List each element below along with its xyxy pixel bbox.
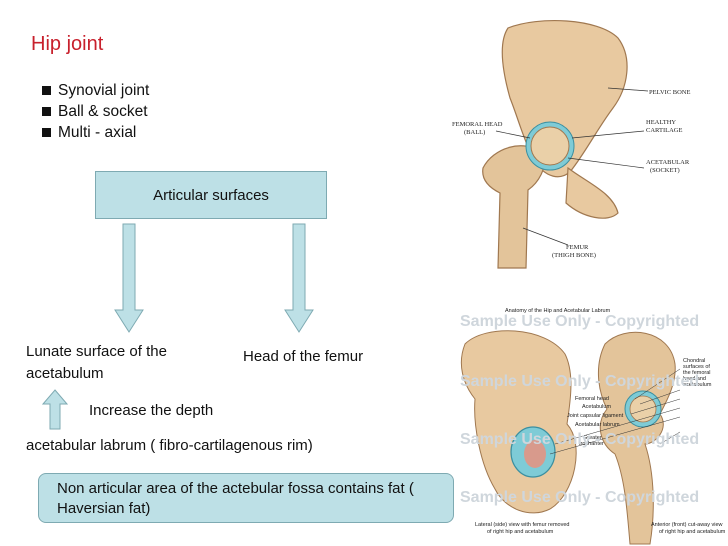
label-healthy: HEALTHY xyxy=(646,119,676,126)
hip-joint-illustration: PELVIC BONE FEMORAL HEAD (BALL) HEALTHY … xyxy=(452,20,691,269)
label-socket: (SOCKET) xyxy=(650,167,680,174)
label-acetabular: ACETABULAR xyxy=(646,159,690,166)
label-ball: (BALL) xyxy=(464,129,485,136)
caption-right-2: of right hip and acetabulum xyxy=(659,529,726,535)
femur-shape xyxy=(482,145,545,269)
label-cartilage: CARTILAGE xyxy=(646,127,682,134)
bullet-list: Synovial joint Ball & socket Multi - axi… xyxy=(42,80,149,143)
fossa-fat-shape xyxy=(524,440,546,468)
slide-title: Hip joint xyxy=(31,33,104,55)
label-the-femoral: the femoral xyxy=(683,370,711,376)
watermark-4: Sample Use Only - Copyrighted xyxy=(460,489,699,506)
label-greater: Greater xyxy=(583,435,602,441)
ischium-shape xyxy=(565,166,619,219)
bullet-marker-icon xyxy=(42,128,51,137)
bullet-item: Synovial joint xyxy=(42,80,149,101)
label-acetabular-labrum: Acetabular labrum xyxy=(575,422,620,428)
up-arrow-icon xyxy=(42,389,68,430)
watermark-2: Sample Use Only - Copyrighted xyxy=(460,373,699,390)
labrum-anatomy-illustration: Anatomy of the Hip and Acetabular Labrum… xyxy=(460,308,726,545)
label-femur: FEMUR xyxy=(566,244,589,251)
watermark-1: Sample Use Only - Copyrighted xyxy=(460,313,699,330)
fossa-note-box: Non articular area of the actebular foss… xyxy=(38,473,454,523)
bullet-item: Ball & socket xyxy=(42,101,149,122)
label-acetabulum: Acetabulum xyxy=(582,404,611,410)
label-pelvic-bone: PELVIC BONE xyxy=(649,89,691,96)
caption-left-1: Lateral (side) view with femur removed xyxy=(475,522,569,528)
down-arrow-left-icon xyxy=(114,223,144,333)
pelvis-lateral-shape xyxy=(460,330,577,514)
label-trochanter: trochanter xyxy=(579,441,604,447)
bullet-text: Synovial joint xyxy=(58,82,150,99)
increase-depth-text: Increase the depth xyxy=(89,402,214,419)
figure2-title: Anatomy of the Hip and Acetabular Labrum xyxy=(505,308,611,314)
label-chondral: Chondral xyxy=(683,358,705,364)
head-of-femur-text: Head of the femur xyxy=(243,348,364,365)
down-arrow-right-icon xyxy=(284,223,314,333)
label-thigh-bone: (THIGH BONE) xyxy=(552,252,596,259)
femoral-head-shape xyxy=(530,126,570,166)
label-femoral-head: FEMORAL HEAD xyxy=(452,121,503,128)
label-head-and: head and xyxy=(683,376,706,382)
label-surfaces-of: surfaces of xyxy=(683,364,710,370)
bullet-marker-icon xyxy=(42,107,51,116)
caption-left-2: of right hip and acetabulum xyxy=(487,529,554,535)
label-joint-capsular: Joint capsular ligament xyxy=(567,413,624,419)
bullet-item: Multi - axial xyxy=(42,122,149,143)
articular-surfaces-box: Articular surfaces xyxy=(95,171,327,219)
bullet-marker-icon xyxy=(42,86,51,95)
watermark-3: Sample Use Only - Copyrighted xyxy=(460,431,699,448)
femoral-head-2-shape xyxy=(629,395,657,423)
caption-right-1: Anterior (front) cut-away view xyxy=(651,522,723,528)
bullet-text: Multi - axial xyxy=(58,124,137,141)
bullet-text: Ball & socket xyxy=(58,103,148,120)
label-femoral-head-2: Femoral head xyxy=(575,396,609,402)
label-acetabulum-2: acetabulum xyxy=(683,382,712,388)
acetabular-labrum-text: acetabular labrum ( fibro-cartilagenous … xyxy=(26,437,313,454)
lunate-surface-text: Lunate surface of the acetabulum xyxy=(26,343,167,382)
